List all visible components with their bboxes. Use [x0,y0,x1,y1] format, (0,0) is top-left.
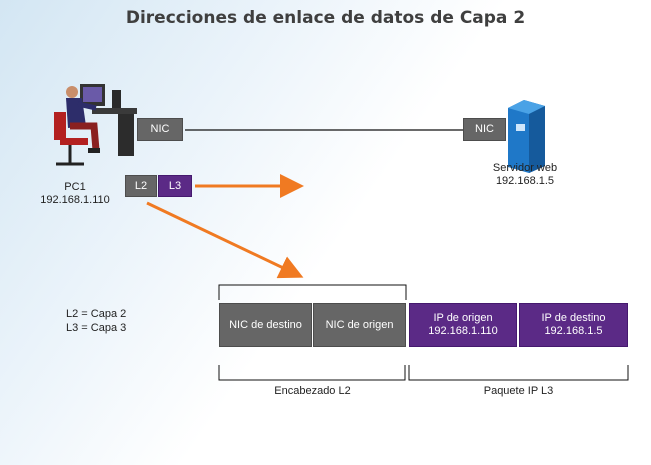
header-l2-bracket [218,365,406,381]
frame-detail-arrow [146,201,304,279]
pc-ip: 192.168.1.110 [40,194,110,206]
pc-workstation-icon [54,84,137,166]
frame-top-bracket [218,284,407,300]
frame-ip-origen: IP de origen 192.168.1.110 [409,303,517,347]
ip-destino-label: IP de destino [541,312,606,324]
legend-l3: L3 = Capa 3 [66,322,127,334]
small-frame-l3: L3 [158,175,192,197]
frame-nic-origen: NIC de origen [313,303,406,347]
small-frame-l2: L2 [125,175,157,197]
legend-l2: L2 = Capa 2 [66,308,127,320]
frame-nic-destino: NIC de destino [219,303,312,347]
header-l2-label: Encabezado L2 [274,385,351,397]
packet-l3-label: Paquete IP L3 [483,385,554,397]
packet-l3-bracket [408,365,629,381]
server-icon [508,100,545,173]
server-nic-box: NIC [463,118,506,141]
frame-ip-destino: IP de destino 192.168.1.5 [519,303,628,347]
ip-origen-value: 192.168.1.110 [428,325,498,337]
diagram-title: Direcciones de enlace de datos de Capa 2 [125,8,526,28]
server-name: Servidor web [492,162,558,174]
pc-name: PC1 [64,181,86,193]
pc-nic-box: NIC [137,118,183,141]
server-ip: 192.168.1.5 [495,175,555,187]
ip-destino-value: 192.168.1.5 [544,325,603,337]
ip-origen-label: IP de origen [433,312,493,324]
